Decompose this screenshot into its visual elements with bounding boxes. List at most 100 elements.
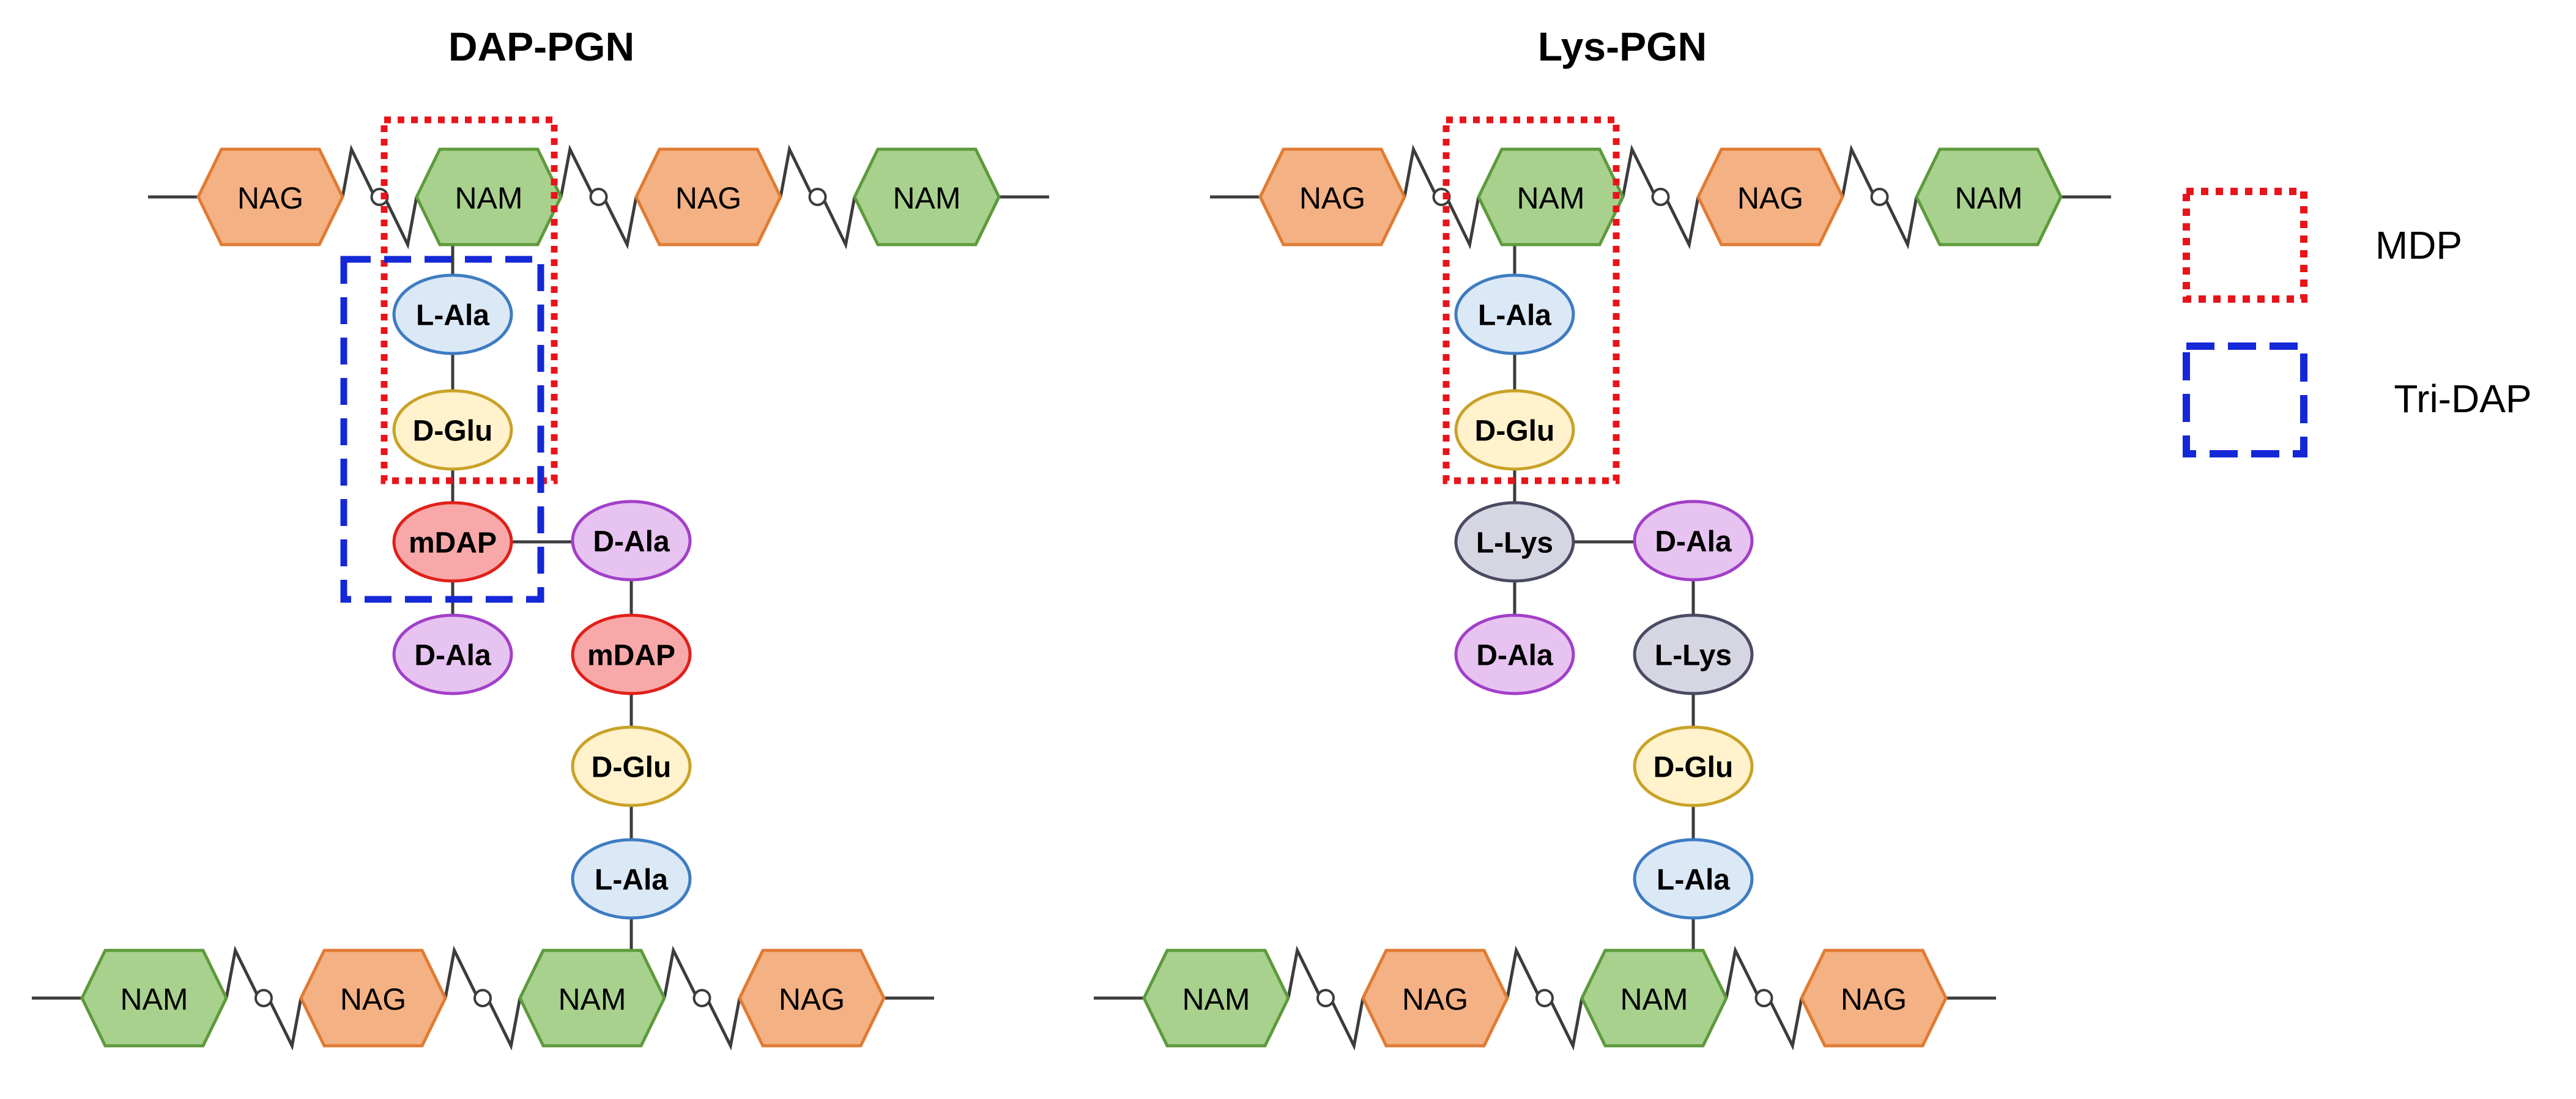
ellipse-shape	[571, 838, 692, 920]
amino-acid-d-glu: D-Glu	[1454, 389, 1575, 471]
panel-title: Lys-PGN	[1538, 24, 1707, 69]
ellipse-shape	[571, 725, 692, 807]
glycosidic-link	[779, 144, 856, 250]
amino-acid-label: D-Ala	[593, 526, 670, 558]
sugar-nam: NAM	[80, 949, 228, 1048]
mdp-highlight-box	[380, 116, 558, 484]
hexagon-shape	[299, 949, 447, 1048]
hexagon-shape	[1800, 949, 1948, 1048]
legend-label-mdp: MDP	[2375, 223, 2462, 267]
sugar-label: NAG	[1299, 181, 1365, 215]
legend-swatch-dashed	[2183, 342, 2307, 457]
amino-acid-l-lys: L-Lys	[1633, 613, 1754, 695]
sugar-nag: NAG	[1361, 949, 1509, 1048]
sugar-nag: NAG	[1696, 147, 1844, 246]
legend-label-tri-dap: Tri-DAP	[2394, 377, 2531, 421]
sugar-nag: NAG	[634, 147, 782, 246]
amino-acid-label: D-Ala	[414, 640, 491, 672]
amino-acid-d-glu: D-Glu	[392, 389, 513, 471]
ellipse-shape	[392, 613, 513, 695]
hexagon-shape	[738, 949, 886, 1048]
amino-acid-label: L-Ala	[1657, 864, 1730, 897]
sugar-label: NAM	[893, 181, 960, 215]
amino-acid-label: L-Lys	[1655, 640, 1732, 672]
sugar-label: NAM	[1182, 982, 1250, 1016]
ellipse-shape	[392, 273, 513, 355]
amino-acid-label: D-Glu	[1654, 752, 1734, 784]
glycosidic-link	[225, 945, 303, 1051]
ellipse-shape	[571, 500, 692, 582]
amino-acid-l-ala: L-Ala	[571, 838, 692, 920]
sugar-nam: NAM	[853, 147, 1001, 246]
amino-acid-l-ala: L-Ala	[1633, 838, 1754, 920]
glycosidic-link	[1286, 945, 1365, 1051]
sugar-label: NAM	[558, 982, 626, 1016]
sugar-nam: NAM	[1477, 147, 1625, 246]
oxygen-atom	[1870, 188, 1889, 206]
hexagon-shape	[853, 147, 1001, 246]
sugar-nag: NAG	[1258, 147, 1406, 246]
amino-acid-d-ala: D-Ala	[1633, 500, 1754, 582]
hexagon-shape	[1477, 147, 1625, 246]
ellipse-shape	[392, 389, 513, 471]
sugar-label: NAG	[675, 181, 741, 215]
oxygen-atom	[692, 989, 711, 1007]
hexagon-shape	[80, 949, 228, 1048]
amino-acid-l-ala: L-Ala	[392, 273, 513, 355]
ellipse-shape	[392, 501, 513, 583]
sugar-nag: NAG	[738, 949, 886, 1048]
sugar-label: NAM	[1620, 982, 1688, 1016]
hexagon-shape	[518, 949, 666, 1048]
glycosidic-link	[1841, 144, 1918, 250]
sugar-nam: NAM	[415, 147, 563, 246]
amino-acid-d-ala: D-Ala	[392, 613, 513, 695]
amino-acid-label: mDAP	[587, 640, 675, 672]
sugar-label: NAG	[779, 982, 845, 1016]
sugar-nag: NAG	[196, 147, 344, 246]
sugar-label: NAM	[455, 181, 522, 215]
amino-acid-label: D-Glu	[592, 752, 672, 784]
amino-acid-label: D-Ala	[1655, 526, 1732, 558]
hexagon-shape	[1915, 147, 2063, 246]
oxygen-atom	[1651, 188, 1670, 206]
sugar-nag: NAG	[1800, 949, 1948, 1048]
legend-item-tri-dap: Tri-DAP	[2183, 342, 2532, 457]
ellipse-shape	[571, 613, 692, 695]
sugar-nam: NAM	[1142, 949, 1290, 1048]
sugar-label: NAG	[237, 181, 303, 215]
amino-acid-mdap: mDAP	[571, 613, 692, 695]
ellipse-shape	[1454, 613, 1575, 695]
hexagon-shape	[634, 147, 782, 246]
ellipse-shape	[1633, 500, 1754, 582]
hexagon-shape	[415, 147, 563, 246]
legend-item-mdp: MDP	[2183, 188, 2462, 303]
oxygen-atom	[808, 188, 827, 206]
legend-swatch-dotted	[2183, 188, 2307, 303]
glycosidic-link	[663, 945, 741, 1051]
legend: MDP Tri-DAP	[2183, 188, 2532, 457]
hexagon-shape	[196, 147, 344, 246]
amino-acid-l-ala: L-Ala	[1454, 273, 1575, 355]
amino-acid-d-ala: D-Ala	[571, 500, 692, 582]
tri-dap-highlight-box	[340, 256, 544, 603]
ellipse-shape	[1454, 501, 1575, 583]
sugar-label: NAM	[120, 982, 188, 1016]
oxygen-atom	[1754, 989, 1773, 1007]
glycosidic-link	[444, 945, 522, 1051]
ellipse-shape	[1633, 613, 1754, 695]
glycosidic-link	[1403, 144, 1480, 250]
sugar-nam: NAM	[518, 949, 666, 1048]
amino-acid-d-glu: D-Glu	[571, 725, 692, 807]
hexagon-shape	[1361, 949, 1509, 1048]
oxygen-atom	[589, 188, 608, 206]
glycosidic-link	[1505, 945, 1584, 1051]
panel-title: DAP-PGN	[448, 24, 634, 69]
oxygen-atom	[1535, 989, 1554, 1007]
sugar-label: NAG	[340, 982, 406, 1016]
